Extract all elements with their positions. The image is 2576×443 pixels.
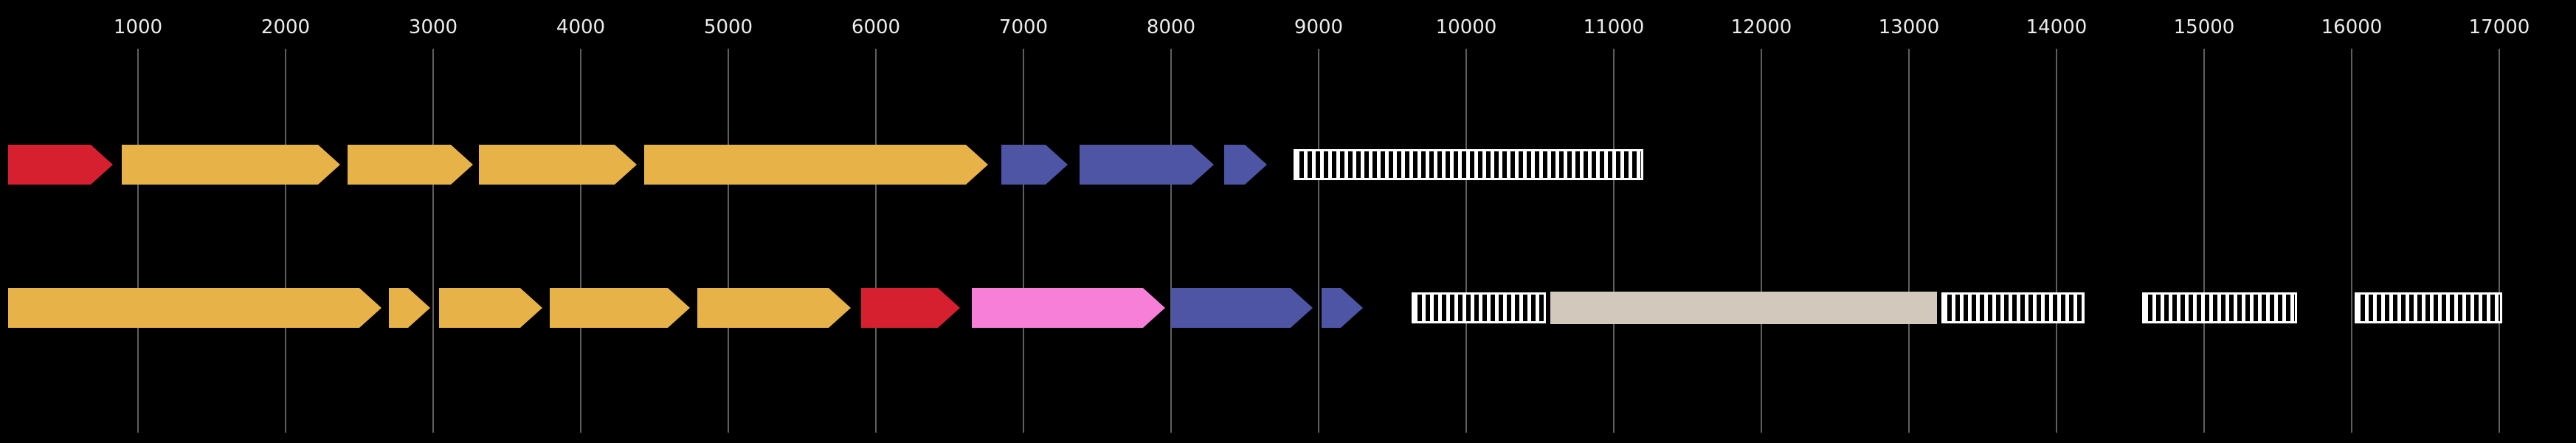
tick-label: 2000 <box>260 16 311 38</box>
gridline <box>1465 49 1467 433</box>
gene-arrow-red <box>8 145 113 185</box>
gridline <box>728 49 729 433</box>
gene-arrow-blue <box>1171 288 1313 328</box>
gene-arrow-gold <box>8 288 381 328</box>
gene-arrow-gold <box>389 288 430 328</box>
tick-label: 3000 <box>408 16 458 38</box>
gridline <box>285 49 286 433</box>
tick-label: 7000 <box>998 16 1049 38</box>
hatched-box <box>1941 292 2085 323</box>
tick-label: 11000 <box>1583 16 1645 38</box>
gene-arrow-gold <box>122 145 340 185</box>
gridline <box>875 49 877 433</box>
gene-arrow-gold <box>550 288 690 328</box>
tick-label: 1000 <box>113 16 163 38</box>
tick-label: 10000 <box>1435 16 1497 38</box>
gene-arrow-blue <box>1322 288 1363 328</box>
gridline <box>1613 49 1615 433</box>
hatched-box <box>1294 149 1643 180</box>
gridline <box>1023 49 1024 433</box>
gridline <box>2203 49 2205 433</box>
gene-arrow-gold <box>439 288 542 328</box>
tick-label: 6000 <box>851 16 901 38</box>
gene-arrow-blue <box>1001 145 1068 185</box>
tick-label: 13000 <box>1878 16 1940 38</box>
tick-label: 16000 <box>2321 16 2383 38</box>
gridline <box>2351 49 2352 433</box>
gridline <box>1761 49 1762 433</box>
gene-arrow-gold <box>697 288 851 328</box>
tick-label: 8000 <box>1146 16 1196 38</box>
plain-box-tan <box>1550 292 1937 324</box>
gene-arrow-blue <box>1080 145 1214 185</box>
gridline <box>432 49 434 433</box>
gene-arrow-pink <box>972 288 1165 328</box>
gene-arrow-blue <box>1224 145 1267 185</box>
gridline <box>2056 49 2057 433</box>
gene-arrow-red <box>861 288 960 328</box>
gridline <box>2499 49 2500 433</box>
tick-label: 4000 <box>556 16 606 38</box>
gene-arrow-gold <box>348 145 473 185</box>
gridline <box>580 49 581 433</box>
tick-label: 17000 <box>2468 16 2530 38</box>
gridline <box>137 49 139 433</box>
hatched-box <box>1412 292 1546 323</box>
gridline <box>1318 49 1319 433</box>
hatched-box <box>2142 292 2297 323</box>
tick-label: 9000 <box>1294 16 1344 38</box>
gridline <box>1170 49 1172 433</box>
hatched-box <box>2355 292 2502 323</box>
gene-arrow-gold <box>479 145 637 185</box>
gene-arrow-gold <box>644 145 988 185</box>
tick-label: 14000 <box>2026 16 2088 38</box>
tick-label: 5000 <box>703 16 753 38</box>
tick-label: 12000 <box>1730 16 1792 38</box>
tick-label: 15000 <box>2173 16 2235 38</box>
gridline <box>1908 49 1910 433</box>
